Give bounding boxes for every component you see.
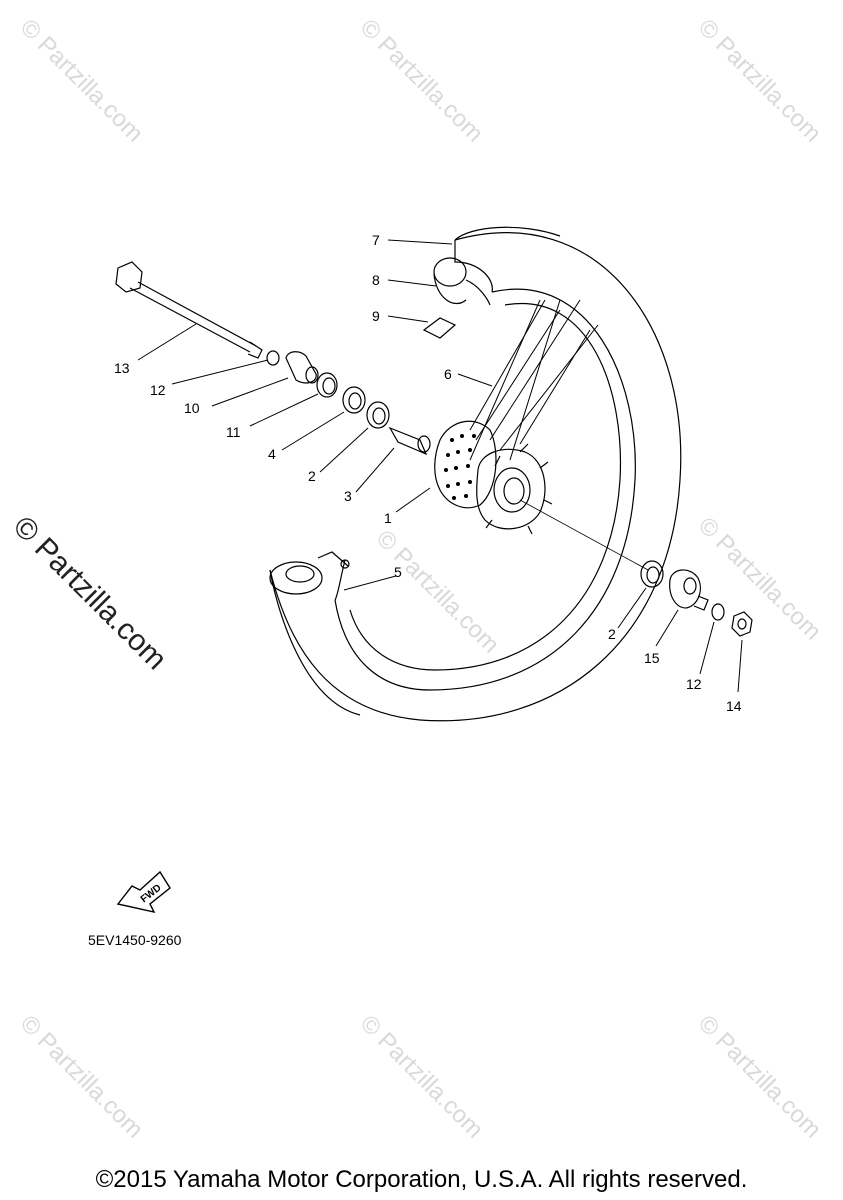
part-label-13: 13 [114,360,130,376]
tire-rim [269,226,682,722]
oil-seal [316,372,338,398]
fwd-arrow-icon [116,870,171,914]
tube-opening-bottom [269,551,350,595]
part-label-4: 4 [268,446,276,462]
fwd-label: FWD [139,883,164,906]
part-label-10: 10 [184,400,200,416]
part-label-5: 5 [394,564,402,580]
part-label-3: 3 [344,488,352,504]
spacer [388,426,431,456]
part-label-15: 15 [644,650,660,666]
part-label-2-left: 2 [308,468,316,484]
collar-15 [669,569,709,611]
part-label-12-right: 12 [686,676,702,692]
spokes [469,299,599,461]
part-label-2-right: 2 [608,626,616,642]
part-label-14: 14 [726,698,742,714]
rim-lock [422,317,457,339]
bearing-2-left [366,401,390,429]
part-label-1: 1 [384,510,392,526]
part-label-8: 8 [372,272,380,288]
part-label-12-left: 12 [150,382,166,398]
axle [115,261,263,359]
copyright-notice: ©2015 Yamaha Motor Corporation, U.S.A. A… [95,1166,748,1193]
brake-disc [434,420,497,509]
washer-left [266,350,280,366]
part-label-9: 9 [372,308,380,324]
wheel-hub [476,443,553,535]
part-label-7: 7 [372,232,380,248]
washer-right [711,603,725,621]
axle-center-line [519,499,649,571]
leader-lines [137,239,743,693]
collar-10 [285,351,319,384]
diagram-code: 5EV1450-9260 [88,932,182,948]
bearing-4 [342,386,366,414]
tube-opening-top [433,257,491,306]
part-label-11: 11 [226,424,241,440]
bearing-2-right [640,560,664,588]
axle-nut [731,611,753,637]
part-label-6: 6 [444,366,452,382]
